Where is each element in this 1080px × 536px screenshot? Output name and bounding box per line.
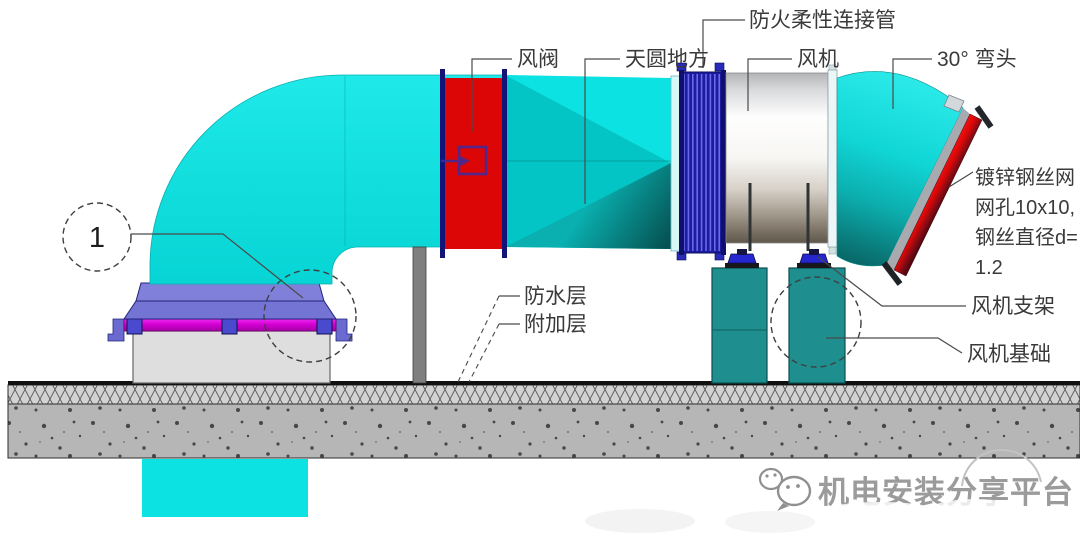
square-to-round-transition bbox=[505, 75, 681, 252]
label-fan-support: 风机支架 bbox=[971, 295, 1055, 318]
leader-fan-support bbox=[817, 256, 966, 307]
elbow-90-body bbox=[149, 74, 506, 285]
mesh-frame-end-bottom bbox=[881, 261, 903, 286]
leader-fan bbox=[747, 58, 792, 111]
leader-transition bbox=[584, 58, 620, 204]
roof-screed-hatch-layer bbox=[7, 384, 1080, 405]
duct-support-post bbox=[412, 246, 427, 384]
isolator-cap bbox=[737, 249, 747, 255]
fire-damper bbox=[440, 69, 507, 258]
label-waterproof-layer: 防水层 bbox=[524, 285, 587, 308]
balloon-leader-line bbox=[131, 233, 304, 299]
support-rod bbox=[806, 183, 810, 251]
leader-fire-flex bbox=[702, 19, 745, 68]
curb-flange-skirt bbox=[123, 300, 337, 320]
curb-angle-bracket-right bbox=[335, 318, 353, 342]
fan-support-right bbox=[788, 183, 846, 384]
outlet-flange-tab-top bbox=[943, 94, 965, 113]
label-fan-foundation: 风机基础 bbox=[967, 343, 1051, 366]
label-elbow30: 30° 弯头 bbox=[937, 48, 1017, 71]
transition-end-flange bbox=[670, 75, 681, 252]
balloon-circle bbox=[62, 202, 132, 272]
fan-foundation-pedestal bbox=[788, 267, 846, 384]
isolator-base bbox=[725, 263, 759, 268]
balloon-number: 1 bbox=[89, 222, 105, 254]
label-mesh-line1: 镀锌钢丝网 bbox=[975, 166, 1075, 189]
fan-support-left bbox=[711, 183, 768, 384]
connector-tab bbox=[714, 62, 725, 72]
vibration-isolator bbox=[727, 253, 757, 264]
watermark: 机电安装分享平台 bbox=[585, 449, 1073, 533]
connector-end-plate-left bbox=[679, 70, 684, 255]
leader-damper bbox=[471, 58, 512, 132]
leader-mesh bbox=[948, 171, 974, 188]
isolator-base bbox=[797, 263, 831, 268]
elbow-30-outlet bbox=[836, 71, 994, 286]
fan-unit bbox=[725, 64, 838, 255]
outlet-rim-shade bbox=[886, 108, 970, 270]
isolator-cap bbox=[809, 249, 819, 255]
duct-below-roof bbox=[142, 459, 308, 517]
watermark-blur-blobs bbox=[585, 499, 1025, 533]
connector-end-plate-right bbox=[721, 70, 726, 255]
fan-outlet-flange bbox=[827, 69, 838, 248]
detail-circle-curb bbox=[263, 269, 357, 363]
duct-elbow-90 bbox=[149, 74, 506, 285]
detail-balloon-1: 1 bbox=[62, 202, 304, 299]
damper-actuator-symbol bbox=[441, 145, 488, 176]
leader-additional bbox=[468, 323, 500, 383]
annotations: 防火柔性连接管 风阀 天圆地方 风机 30° 弯头 镀锌钢丝网 网孔10x10,… bbox=[457, 9, 1078, 383]
fan-cylinder-body bbox=[725, 72, 829, 244]
elbow-30-body bbox=[836, 71, 964, 267]
leader-elbow30 bbox=[892, 58, 932, 109]
label-damper: 风阀 bbox=[517, 48, 559, 71]
label-mesh-line2: 网孔10x10, bbox=[975, 196, 1075, 219]
flexible-connector bbox=[676, 62, 726, 261]
label-additional-layer: 附加层 bbox=[524, 313, 587, 336]
label-transition: 天圆地方 bbox=[625, 48, 709, 71]
mesh-frame-end-top bbox=[974, 105, 994, 129]
detail-circle-foundation bbox=[770, 276, 862, 368]
support-rod bbox=[748, 183, 752, 251]
damper-body bbox=[445, 78, 502, 249]
curb-concrete-base bbox=[132, 330, 331, 384]
label-fan: 风机 bbox=[797, 48, 839, 71]
wechat-icon bbox=[758, 467, 812, 511]
roof-curb-assembly bbox=[107, 282, 353, 384]
wire-mesh-outlet bbox=[893, 113, 983, 277]
connector-bellows-body bbox=[679, 71, 726, 254]
damper-flange-right bbox=[502, 69, 507, 258]
watermark-arc bbox=[961, 449, 1042, 487]
label-fire-flex-connector: 防火柔性连接管 bbox=[749, 9, 896, 32]
curb-angle-bracket-left bbox=[107, 318, 125, 342]
leader-waterproof bbox=[457, 295, 500, 383]
fan-foundation-pedestal bbox=[711, 267, 768, 384]
leader-fan-foundation bbox=[826, 337, 963, 354]
damper-flange-left bbox=[440, 69, 445, 258]
label-mesh-line3: 钢丝直径d= bbox=[975, 226, 1078, 249]
roof-slab bbox=[7, 381, 1080, 459]
transition-cone-dark-shade bbox=[505, 163, 671, 249]
roof-concrete-layer bbox=[7, 403, 1080, 459]
label-mesh-line4: 1.2 bbox=[975, 257, 1003, 279]
